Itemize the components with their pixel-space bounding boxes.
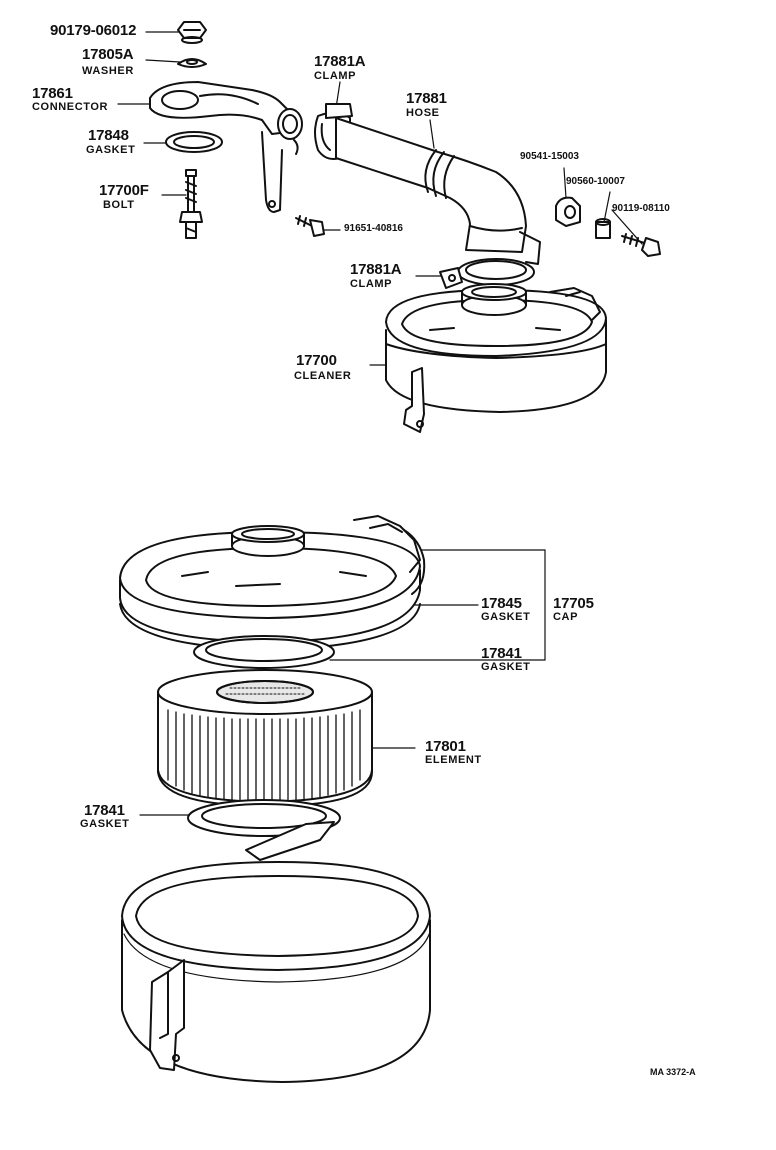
gasket-low-drawing — [187, 799, 341, 861]
washer-part-name: WASHER — [82, 65, 134, 77]
gasket-mid-drawing — [193, 635, 335, 669]
grommet-part-number: 90541-15003 — [520, 151, 579, 162]
small-bolt-drawing — [295, 215, 325, 237]
gasket-top-drawing — [165, 131, 223, 153]
cap-part-number: 17705 — [553, 595, 594, 612]
element-drawing — [157, 669, 373, 807]
clamp-lower-drawing — [439, 258, 535, 289]
connector-drawing — [149, 81, 303, 213]
washer-drawing — [177, 58, 207, 68]
bolt-part-name: BOLT — [103, 199, 135, 211]
cleaner-part-number: 17700 — [296, 352, 337, 369]
hose-part-number: 17881 — [406, 90, 447, 107]
nut-part-number: 90179-06012 — [50, 22, 137, 39]
collar-part-number: 90560-10007 — [566, 176, 625, 187]
cap-gasket-part-number: 17845 — [481, 595, 522, 612]
cleaner-assembly-drawing — [385, 283, 607, 433]
washer-part-number: 17805A — [82, 46, 134, 63]
gasket-top-part-name: GASKET — [86, 144, 136, 156]
gasket-mid-part-name: GASKET — [481, 661, 531, 673]
screw-part-number: 90119-08110 — [612, 203, 670, 214]
gasket-low-part-name: GASKET — [80, 818, 130, 830]
cap-drawing — [119, 515, 426, 643]
cap-part-name: CAP — [553, 611, 579, 623]
clamp-top-part-name: CLAMP — [314, 70, 357, 82]
cleaner-case-drawing — [121, 861, 431, 1083]
element-part-number: 17801 — [425, 738, 466, 755]
bolt-part-number: 17700F — [99, 182, 149, 199]
clamp-top-part-number: 17881A — [314, 53, 366, 70]
gasket-top-part-number: 17848 — [88, 127, 129, 144]
small-bolt-part-number: 91651-40816 — [344, 223, 403, 234]
hose-drawing — [335, 117, 541, 265]
collar-drawing — [595, 218, 611, 239]
cap-gasket-part-name: GASKET — [481, 611, 531, 623]
connector-part-name: CONNECTOR — [32, 101, 109, 113]
element-part-name: ELEMENT — [425, 754, 482, 766]
grommet-drawing — [555, 196, 581, 227]
hose-part-name: HOSE — [406, 107, 440, 119]
gasket-mid-part-number: 17841 — [481, 645, 522, 662]
nut-drawing — [177, 21, 207, 44]
clamp-lower-part-number: 17881A — [350, 261, 402, 278]
bolt-drawing — [179, 169, 203, 239]
gasket-low-part-number: 17841 — [84, 802, 125, 819]
screw-drawing — [621, 233, 661, 257]
connector-part-number: 17861 — [32, 85, 73, 102]
clamp-lower-part-name: CLAMP — [350, 278, 393, 290]
cleaner-part-name: CLEANER — [294, 370, 352, 382]
figure-code: MA 3372-A — [650, 1067, 696, 1077]
